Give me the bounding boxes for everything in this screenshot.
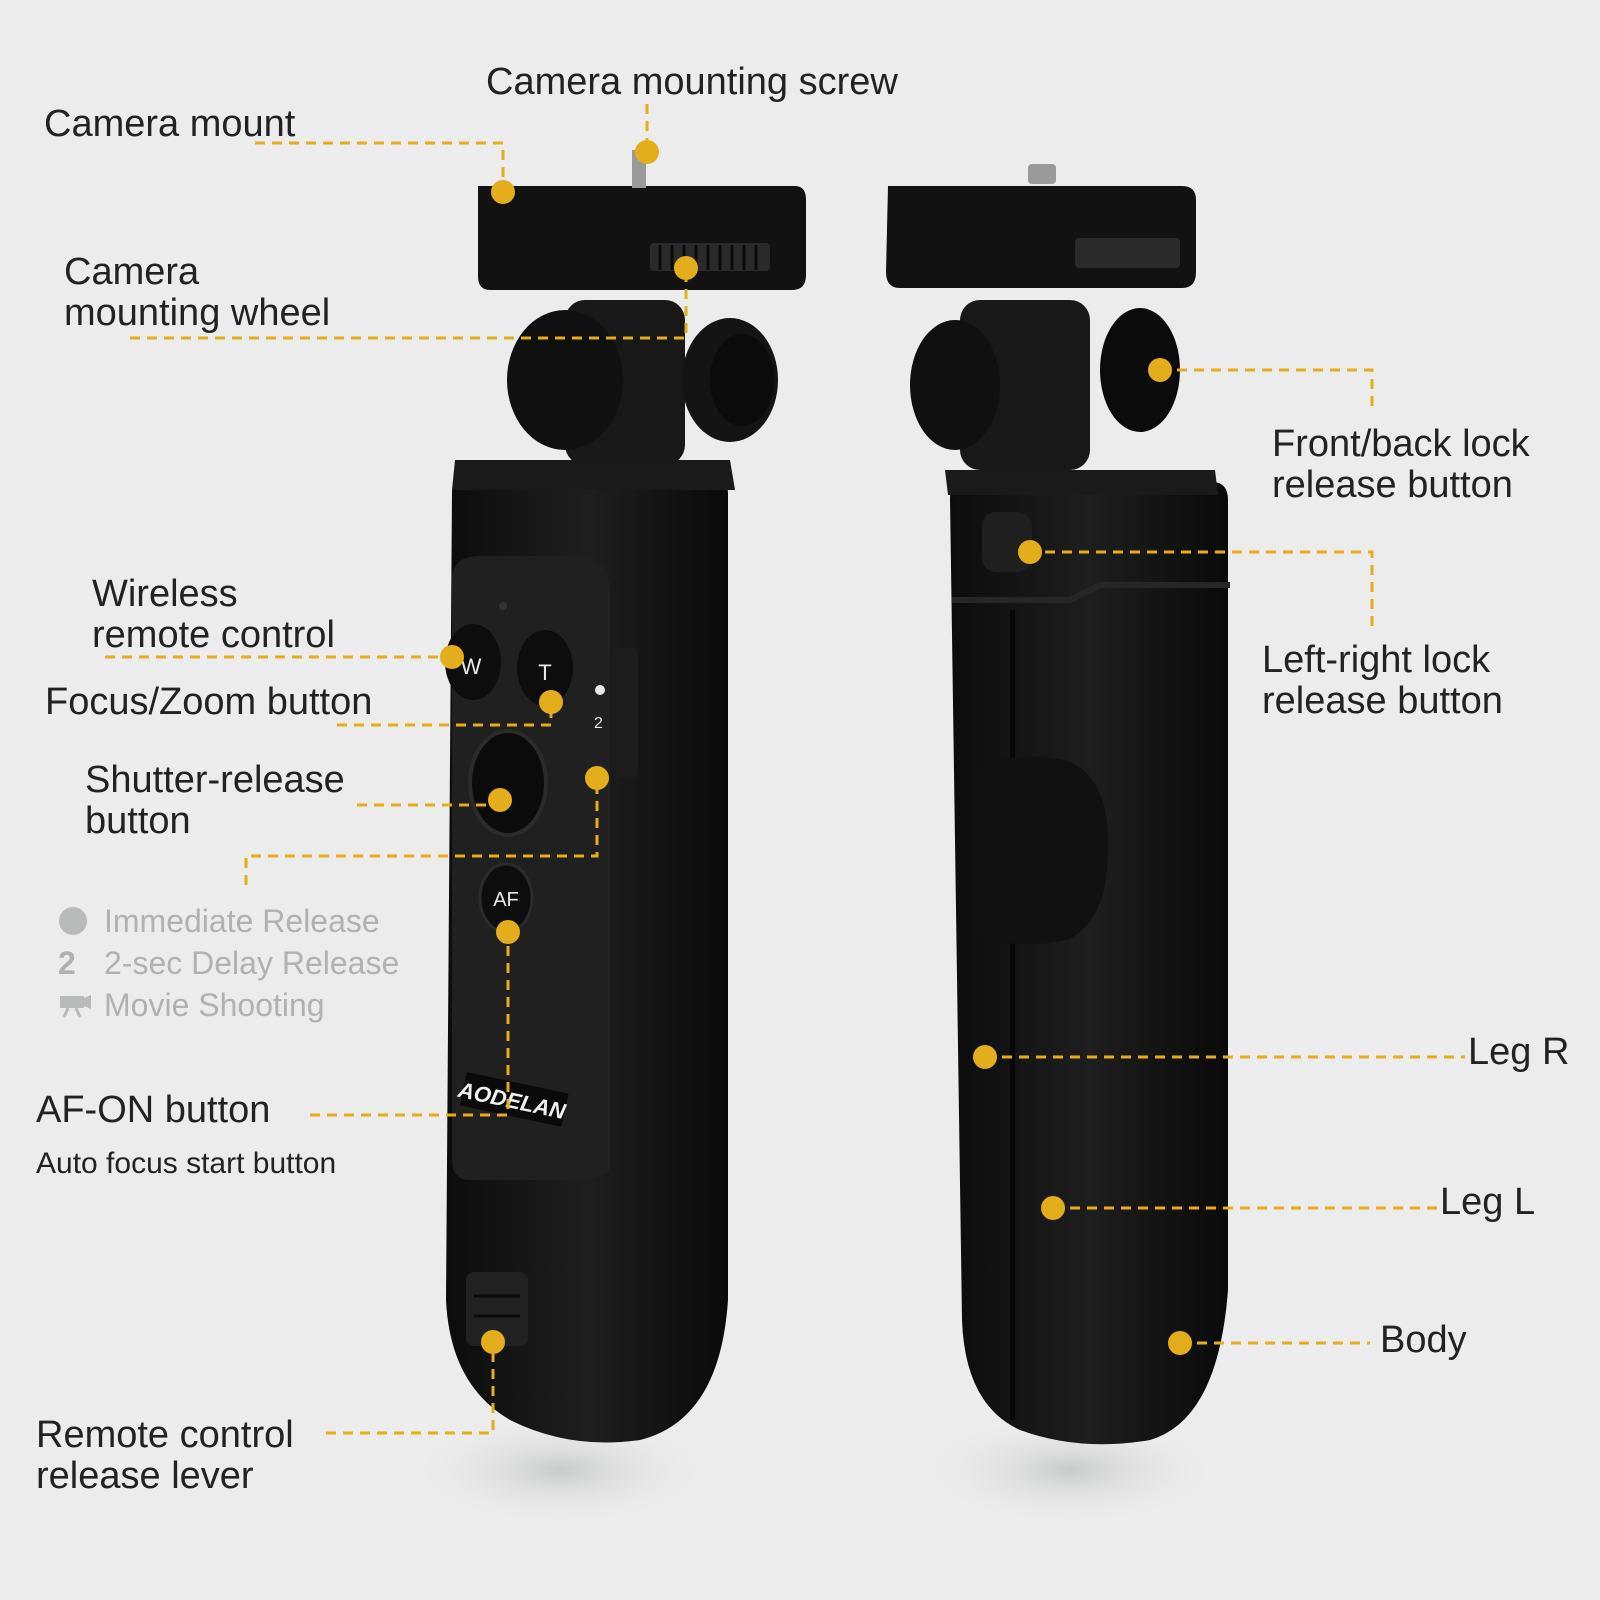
callout-dots — [440, 140, 1192, 1355]
t-button — [517, 630, 573, 706]
tripod-back-view — [886, 164, 1230, 1445]
w-button — [445, 624, 501, 700]
label-af-on-button: AF-ON button — [36, 1089, 271, 1131]
back-neck-plate — [945, 470, 1218, 495]
mode-movie-shooting: Movie Shooting — [58, 984, 399, 1026]
label-wireless-remote-control: Wireless remote control — [92, 573, 335, 656]
dot-left-right-lock — [1018, 540, 1042, 564]
front-hinge — [507, 310, 623, 450]
w-button-label: W — [461, 654, 482, 679]
mode-2sec-delay: 2 2-sec Delay Release — [58, 944, 400, 981]
label-af-on-subtitle: Auto focus start button — [36, 1147, 337, 1180]
shutter-button — [468, 729, 548, 837]
label-leg-r: Leg R — [1468, 1031, 1570, 1073]
label-remote-release-lever: Remote control release lever — [36, 1414, 294, 1497]
label-body: Body — [1380, 1319, 1467, 1361]
front-lock-knob-face — [710, 334, 774, 426]
back-body — [950, 482, 1228, 1445]
mode-immediate-release: Immediate Release — [58, 900, 399, 942]
left-shadow — [410, 1415, 710, 1525]
mode-switch — [612, 648, 638, 778]
back-camera-plate — [886, 186, 1196, 288]
remote-panel — [452, 556, 610, 1180]
af-button-label: AF — [493, 889, 519, 911]
label-shutter-release-button: Shutter-release button — [85, 759, 345, 842]
right-shadow — [920, 1415, 1220, 1525]
label-camera-mount: Camera mount — [44, 103, 296, 145]
front-camera-plate — [478, 186, 806, 290]
dot-body — [1168, 1331, 1192, 1355]
label-front-back-lock: Front/back lock release button — [1272, 423, 1530, 506]
dot-mode-switch — [585, 766, 609, 790]
dot-wireless-remote — [440, 645, 464, 669]
front-mount-wheel — [650, 243, 770, 271]
label-camera-mounting-screw: Camera mounting screw — [486, 61, 898, 103]
back-grip-recess — [972, 756, 1109, 944]
dot-release-lever — [481, 1330, 505, 1354]
switch-mark-two: 2 — [594, 715, 603, 732]
dot-focus-zoom — [539, 690, 563, 714]
leader-lines — [105, 104, 1465, 1435]
label-camera-mounting-wheel: Camera mounting wheel — [64, 251, 331, 334]
dot-shutter — [488, 788, 512, 812]
movie-camera-icon — [58, 992, 104, 1018]
two-icon: 2 — [58, 944, 76, 981]
label-leg-l: Leg L — [1440, 1181, 1536, 1223]
shutter-mode-legend: Immediate Release 2 2-sec Delay Release … — [58, 900, 399, 1026]
dot-mounting-wheel — [674, 256, 698, 280]
back-lock-knob — [1100, 308, 1180, 432]
back-mount-wheel — [1075, 238, 1180, 268]
tripod-front-view: W T AF 2 AODELAN — [445, 150, 806, 1443]
label-focus-zoom-button: Focus/Zoom button — [45, 681, 373, 723]
back-seam — [952, 582, 1230, 603]
dot-camera-mount — [491, 180, 515, 204]
leg-split-line — [1010, 610, 1015, 1420]
back-swivel — [960, 300, 1090, 470]
label-left-right-lock: Left-right lock release button — [1262, 639, 1503, 722]
switch-mark-dot — [595, 685, 605, 695]
dot-icon — [58, 906, 104, 936]
back-mounting-screw — [1028, 164, 1056, 184]
front-neck-plate — [452, 460, 735, 490]
dot-mounting-screw — [635, 140, 659, 164]
dot-leg-l — [1041, 1196, 1065, 1220]
t-button-label: T — [538, 660, 551, 685]
dot-af-on — [496, 920, 520, 944]
release-lever — [466, 1272, 528, 1346]
led-indicator — [499, 602, 507, 610]
back-hinge — [910, 320, 1000, 450]
dot-front-back-lock — [1148, 358, 1172, 382]
dot-leg-r — [973, 1045, 997, 1069]
